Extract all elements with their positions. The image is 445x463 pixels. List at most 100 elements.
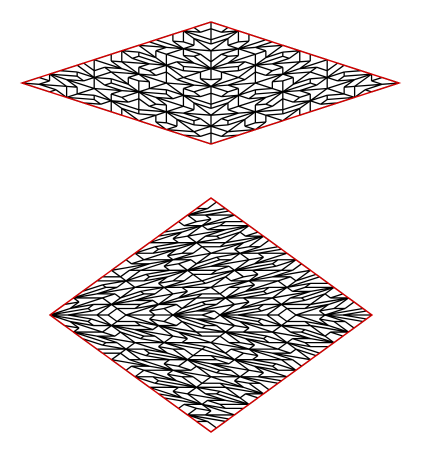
tile-edge [286,338,293,344]
tile-edge [227,109,239,114]
tile-edge [155,111,167,116]
tile-edge [176,78,195,86]
tile-edge [214,314,221,320]
tile-edge [248,348,259,357]
tile-edge [238,46,256,50]
tile-edge [148,70,157,76]
tile-edge [163,303,177,310]
tile-edge [316,76,328,86]
tile-edge [255,82,273,90]
tile-edge [272,290,311,299]
tile-edge [193,37,212,45]
tile-edge [166,105,184,113]
tile-edge [210,30,239,41]
thin-rhombus-patch [19,21,402,145]
tile-edge [196,386,221,392]
tile-edge [354,73,372,81]
tile-edge [172,235,188,240]
tile-edge [243,293,268,299]
tile-edge [149,269,188,278]
tile-edge [172,390,188,395]
tile-edge [166,125,178,131]
tile-edge [207,201,217,210]
tile-edge [176,118,195,133]
tile-edge [176,61,195,64]
tile-edge [196,256,217,265]
tile-edge [196,382,203,388]
tile-edge [121,91,140,99]
tile-edge [134,376,156,384]
tile-edge [149,105,167,113]
tile-edge [234,246,250,250]
tile-edge [143,369,177,382]
tile-edge [196,242,203,248]
tile-edge [120,276,127,282]
tile-edge [145,352,150,357]
tile-edge [200,78,212,87]
tile-edge [125,348,147,357]
tile-edge [344,320,355,329]
tile-edge [192,273,203,282]
tile-edge [183,403,197,410]
tile-edge [299,93,311,99]
tile-edge [76,75,85,82]
tile-edge [237,310,262,316]
tile-edge [216,252,241,258]
tile-edge [275,259,297,267]
tile-edge [121,61,150,65]
tile-edge [310,325,326,337]
tile-edge [225,325,235,333]
tile-edge [292,286,306,293]
tile-edge [134,303,141,310]
tile-edge [196,365,212,378]
tile-edge [210,85,229,93]
tile-edge [225,276,232,282]
tile-edge [196,218,212,223]
tile-edge [245,337,270,344]
tile-edge [255,87,273,91]
tile-edge [239,284,255,289]
tile-edge [227,87,239,93]
tile-edge [172,369,194,378]
tile-edge [69,320,94,327]
tile-edge [149,318,159,327]
tile-edge [266,335,288,344]
tile-edge [128,73,140,79]
tile-edge [228,359,235,365]
tile-edge [239,246,279,254]
tile-edge [163,280,185,288]
tile-edge [282,61,301,75]
tile-edge [145,355,170,361]
tile-edge [238,76,246,81]
tile-edge [295,303,329,316]
tile-edge [67,314,92,320]
tile-edge [172,386,179,392]
tile-edge [248,256,264,261]
tile-edge [265,70,273,76]
tile-edge [221,117,229,122]
tile-edge [158,280,174,284]
tile-edge [239,225,250,233]
tile-edge [163,314,174,323]
tile-edge [125,348,141,361]
tile-edge [49,73,68,87]
tile-edge [49,314,71,323]
tile-edge [259,239,270,248]
tile-edge [76,87,95,95]
tile-edge [116,314,127,323]
tile-edge [216,325,226,333]
tile-edge [172,314,197,320]
tile-edge [192,376,203,384]
tile-edge [87,320,94,327]
tile-edge [337,75,345,82]
tile-edge [299,87,328,92]
tile-edge [104,82,112,86]
tile-edge [166,122,178,127]
tile-edge [333,297,349,310]
tile-edge [163,397,203,406]
tile-edge [149,82,167,90]
tile-edge [310,297,349,306]
tile-edge [149,386,183,399]
tile-edge [210,125,229,133]
